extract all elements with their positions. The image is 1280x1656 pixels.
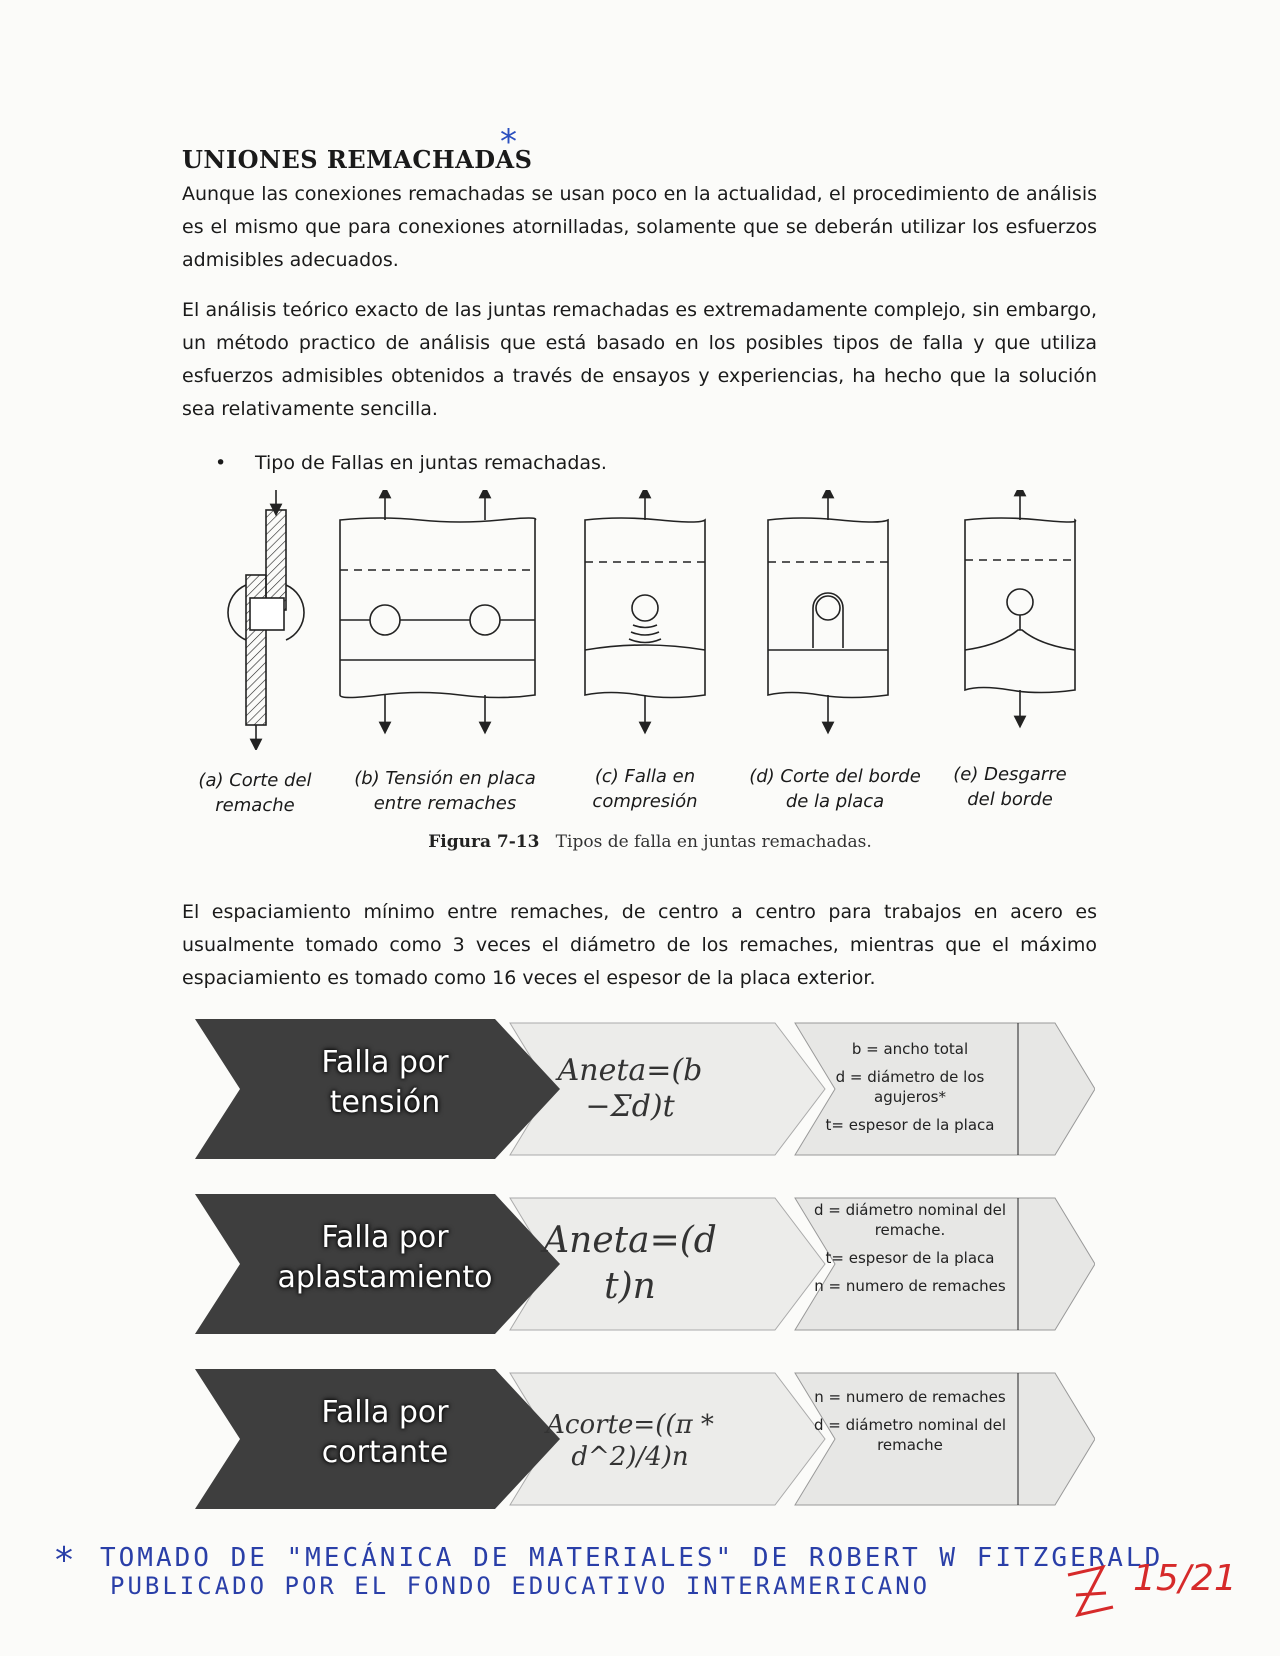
analysis-paragraph: El análisis teórico exacto de las juntas…	[182, 299, 1097, 420]
page-number: 15/21	[1133, 1558, 1237, 1599]
figure-caption: Figura 7-13 Tipos de falla en juntas rem…	[200, 832, 1100, 852]
failure-types-figure	[227, 490, 1077, 750]
asterisk-annotation: *	[500, 122, 517, 162]
intro-paragraph: Aunque las conexiones remachadas se usan…	[182, 183, 1097, 271]
page-title: UNIONES REMACHADAS	[182, 145, 533, 174]
bullet-marker: •	[215, 452, 227, 474]
chevron-graphic	[195, 1369, 1095, 1509]
edge-shear-drawing	[767, 490, 889, 735]
compression-failure-drawing	[584, 490, 706, 735]
rivet-shear-drawing	[227, 490, 305, 750]
figure-caption-text: Tipos de falla en juntas remachadas.	[555, 832, 872, 852]
bullet-item: Tipo de Fallas en juntas remachadas.	[255, 452, 607, 474]
handwritten-source-line2: PUBLICADO POR EL FONDO EDUCATIVO INTERAM…	[110, 1572, 931, 1600]
handwritten-source-line1: TOMADO DE "MECÁNICA DE MATERIALES" DE RO…	[100, 1543, 1164, 1573]
tension-failure-drawing	[339, 490, 537, 735]
spacing-paragraph: El espaciamiento mínimo entre remaches, …	[182, 901, 1097, 989]
chevron-graphic	[195, 1019, 1095, 1159]
footnote-asterisk: *	[55, 1540, 73, 1581]
tension-formula: Aneta=(b−Σd)t	[557, 1053, 703, 1124]
figure-label: Figura 7-13	[428, 832, 540, 852]
bearing-definitions: d = diámetro nominal del remache.t= espe…	[813, 1201, 1007, 1295]
page-number-mark: 15/21	[1067, 1558, 1237, 1618]
shear-formula: Acorte=((π *d^2)/4)n	[546, 1410, 714, 1472]
chevron-graphic	[195, 1194, 1095, 1334]
edge-tearing-drawing	[964, 490, 1077, 729]
